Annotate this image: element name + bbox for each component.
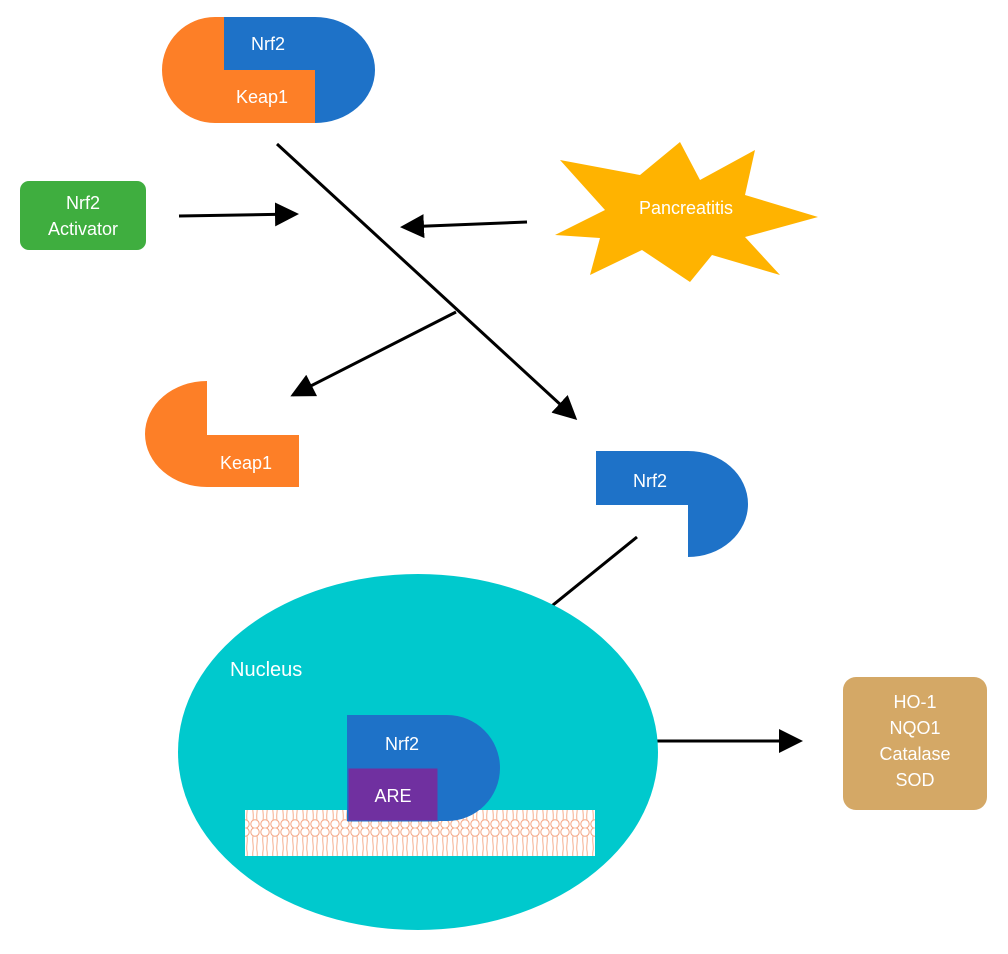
free-nrf2-shape	[596, 451, 748, 557]
complex-nrf2-label: Nrf2	[251, 34, 285, 54]
activator-line1: Nrf2	[66, 193, 100, 213]
arrow-dissociation-to-nrf2	[275, 142, 578, 421]
free-nrf2: Nrf2	[596, 451, 748, 557]
nucleus: Nucleus Nrf2 ARE	[178, 574, 658, 930]
pancreatitis-burst-shape	[555, 142, 818, 282]
arrow-pancreatitis-in	[400, 214, 528, 239]
arrow-to-free-keap1	[290, 310, 457, 397]
free-keap1: Keap1	[145, 381, 299, 487]
are-box	[347, 767, 439, 822]
nucleus-label: Nucleus	[230, 659, 302, 681]
free-keap1-shape	[145, 381, 299, 487]
activator-box-shape	[20, 181, 146, 250]
free-nrf2-label: Nrf2	[633, 471, 667, 491]
gene-nqo1: NQO1	[889, 718, 940, 738]
gene-catalase: Catalase	[879, 744, 950, 764]
nrf2-keap1-complex: Nrf2 Keap1	[162, 17, 375, 123]
bound-nrf2-label: Nrf2	[385, 734, 419, 754]
gene-ho1: HO-1	[893, 692, 936, 712]
free-keap1-label: Keap1	[220, 453, 272, 473]
activator-line2: Activator	[48, 219, 118, 239]
pancreatitis-burst: Pancreatitis	[555, 142, 818, 282]
complex-keap1-label: Keap1	[236, 87, 288, 107]
arrow-activator-in	[178, 202, 299, 227]
complex-keap1-shape	[162, 17, 315, 123]
gene-sod: SOD	[895, 770, 934, 790]
are-label: ARE	[374, 786, 411, 806]
target-genes-shape	[843, 677, 987, 810]
pancreatitis-label: Pancreatitis	[639, 198, 733, 218]
target-genes-box: HO-1 NQO1 Catalase SOD	[843, 677, 987, 810]
nrf2-activator-box: Nrf2 Activator	[20, 181, 146, 250]
